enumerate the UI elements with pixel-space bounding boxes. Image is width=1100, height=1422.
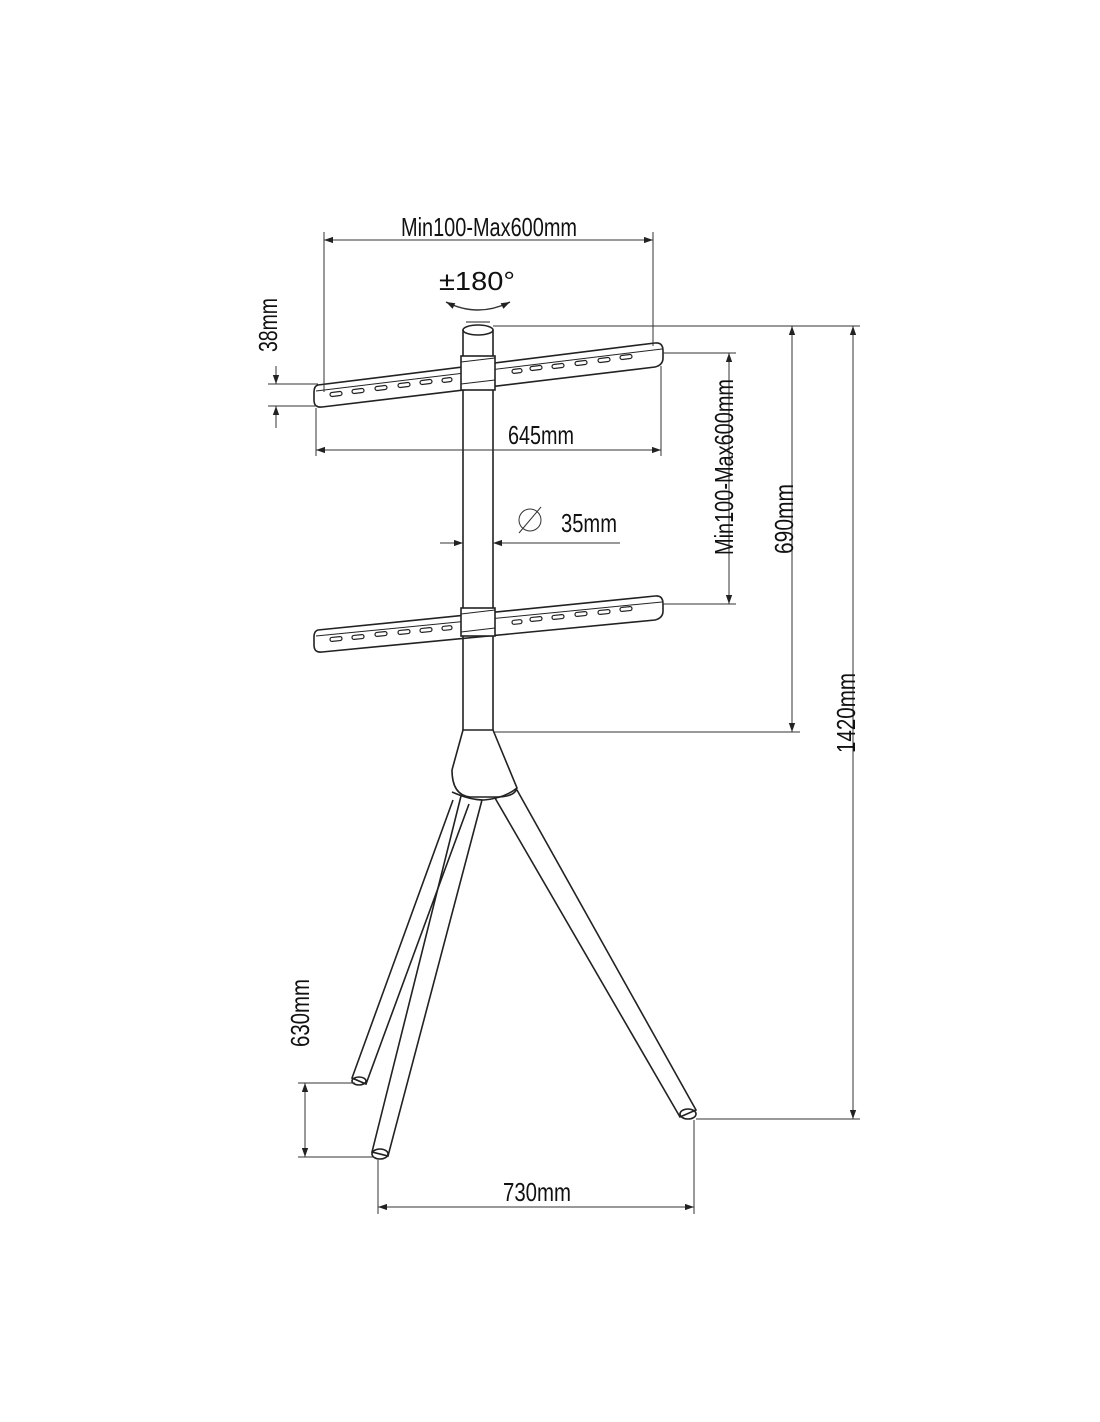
leg-front-left (371, 795, 483, 1157)
dim-pole-diameter (440, 506, 620, 547)
label-top-width: Min100-Max600mm (401, 212, 577, 242)
pole (462, 321, 494, 730)
tripod-legs (350, 789, 698, 1160)
dimension-labels: Min100-Max600mm ±180° 38mm 645mm 35mm Mi… (253, 212, 861, 1207)
leg-back-left (350, 799, 470, 1086)
label-bracket-length: 645mm (508, 420, 574, 450)
label-leg-depth: 630mm (285, 979, 315, 1047)
dim-bracket-height (268, 366, 318, 428)
dim-top-width (323, 232, 654, 392)
label-pole-diameter: 35mm (561, 508, 617, 538)
leg-right-foot (679, 1108, 697, 1120)
leg-front-left-foot (371, 1148, 389, 1160)
leg-right (494, 789, 698, 1119)
top-bracket (313, 342, 664, 408)
bottom-bracket (313, 595, 664, 653)
dim-total-height (696, 325, 860, 1120)
label-pole-height: 690mm (769, 484, 799, 554)
label-total-height: 1420mm (831, 673, 861, 753)
dim-base-width (377, 1120, 695, 1214)
rotation-arrow (445, 301, 511, 311)
top-bracket-slots (329, 353, 633, 398)
bottom-bracket-slots (329, 605, 633, 643)
dim-leg-depth (298, 1082, 374, 1158)
hub-connector (451, 729, 518, 801)
dim-bracket-length (315, 366, 662, 456)
diameter-icon (518, 508, 542, 532)
leg-back-left-foot (351, 1076, 367, 1086)
label-bracket-height: 38mm (253, 298, 283, 352)
pole-cap (462, 324, 494, 336)
dim-vertical-spacing (663, 352, 736, 605)
label-rotation: ±180° (439, 266, 515, 296)
label-vertical-spacing: Min100-Max600mm (709, 379, 739, 555)
dim-pole-height (493, 325, 800, 733)
label-base-width: 730mm (503, 1177, 571, 1207)
